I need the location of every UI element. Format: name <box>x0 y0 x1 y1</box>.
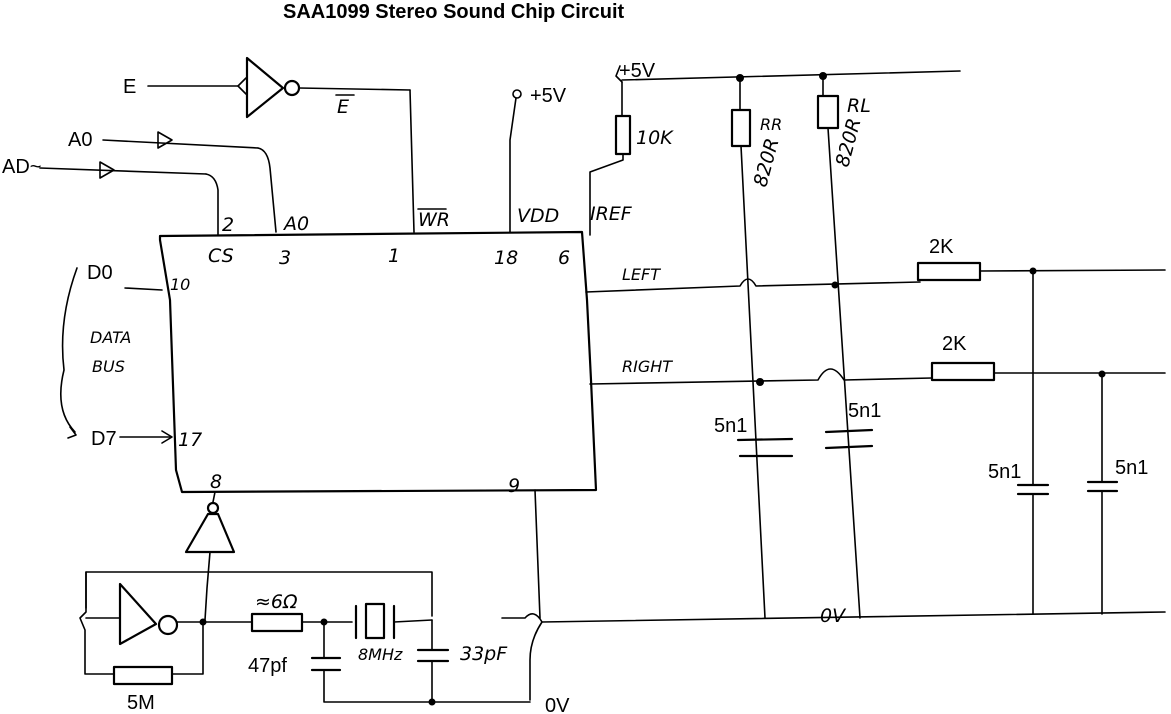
wire-a0 <box>102 139 259 149</box>
pin-a0-number: 3 <box>279 247 291 269</box>
wire-from-crystal <box>393 619 433 623</box>
resistor-6ohm-label: ≈6Ω <box>255 591 298 613</box>
vdd-terminal <box>512 89 522 99</box>
wire-d0 <box>124 287 163 291</box>
pin-wr-number: 1 <box>388 245 400 267</box>
resistor-10k <box>614 114 632 156</box>
a0-arrow <box>157 131 173 149</box>
input-d0-label: D0 <box>87 262 113 284</box>
resistor-2k-left <box>916 261 982 282</box>
wire-gnd-pin <box>534 489 541 619</box>
e-inverter-bubble <box>283 79 301 97</box>
clk-buffer-gate <box>184 512 236 554</box>
pin-vdd-number: 18 <box>494 247 518 269</box>
osc-inverter-gate <box>118 582 158 646</box>
wire-a0-pin <box>257 147 277 233</box>
vdd-supply-label: +5V <box>530 85 567 107</box>
e-arrow <box>237 77 247 95</box>
wire-left-filtered <box>979 269 1166 272</box>
supply-rail <box>621 70 961 81</box>
d7-arrow <box>161 430 173 444</box>
clk-buffer-bubble <box>206 501 220 515</box>
resistor-rr <box>730 108 752 148</box>
diagram-title: SAA1099 Stereo Sound Chip Circuit <box>283 1 625 23</box>
pin-d0-number: 10 <box>170 275 190 294</box>
crystal-body <box>364 602 386 640</box>
wire-rr-down <box>740 145 766 619</box>
junction-c33-ground <box>428 698 436 706</box>
wire-clk-buffer <box>204 551 211 621</box>
wire-clk-pin <box>212 491 216 503</box>
junction-right <box>756 378 764 386</box>
ground-label: 0V <box>820 605 847 627</box>
pin-cs-number: 2 <box>222 214 234 236</box>
wire-cs-pin <box>205 173 219 236</box>
resistor-rl-value: 820R <box>832 116 866 169</box>
resistor-rr-name: RR <box>760 115 782 134</box>
cap-left-plate-top <box>736 437 794 442</box>
wire-left-out <box>585 278 921 293</box>
chip-body <box>158 230 598 494</box>
cap-right-plate-top <box>824 428 874 434</box>
resistor-2k-left-label: 2K <box>929 236 954 258</box>
ground-feed <box>529 621 543 701</box>
resistor-5m <box>112 665 174 686</box>
cap-33pf-label: 33pF <box>460 643 508 665</box>
cap-out1-label: 5n1 <box>988 461 1021 483</box>
cap-out2-label: 5n1 <box>1115 457 1148 479</box>
data-bus-label: DATA <box>90 328 131 347</box>
pin-a0-name: A0 <box>282 213 309 235</box>
resistor-2k-right <box>930 361 996 382</box>
wire-ad <box>39 167 207 175</box>
pin-iref-name: IREF <box>590 203 633 225</box>
input-d7-label: D7 <box>91 428 117 450</box>
resistor-5m-label: 5M <box>127 692 155 714</box>
wire-wr-pin <box>409 89 415 233</box>
data-bus-label-2: BUS <box>92 357 125 376</box>
left-signal-label: LEFT <box>622 265 661 284</box>
wire-right-out <box>589 368 933 385</box>
cap-right-plate-bottom <box>824 444 874 450</box>
wire-rl-down <box>827 127 861 619</box>
junction-left <box>831 281 839 289</box>
resistor-rl <box>816 94 840 130</box>
wire-osc-ground <box>323 669 531 703</box>
pin-vdd-name: VDD <box>517 205 559 227</box>
crystal-label: 8MHz <box>358 645 403 664</box>
wire-e-bar <box>298 87 411 91</box>
input-ad-label: AD~ <box>2 156 41 178</box>
right-signal-label: RIGHT <box>622 357 673 376</box>
resistor-2k-right-label: 2K <box>942 333 967 355</box>
rail-supply-label: +5V <box>619 60 656 82</box>
resistor-6ohm <box>250 612 304 633</box>
pin-clk-number: 8 <box>210 471 222 493</box>
input-e-label: E <box>123 76 136 98</box>
wire-vdd <box>509 97 517 233</box>
pin-d7-number: 17 <box>178 429 202 451</box>
e-inverter-gate <box>245 56 285 119</box>
resistor-rr-value: 820R <box>750 136 784 189</box>
e-bar-label: E <box>337 96 349 118</box>
pin-cs-name: CS <box>208 245 234 267</box>
ad-arrow <box>99 161 115 179</box>
cap-right-label: 5n1 <box>848 400 881 422</box>
wire-iref <box>589 153 624 236</box>
cap-left-label: 5n1 <box>714 415 747 437</box>
pin-gnd-number: 9 <box>508 475 520 497</box>
cap-47pf-label: 47pf <box>248 655 287 677</box>
pin-wr-name: WR <box>418 209 450 231</box>
input-a0-label: A0 <box>68 129 92 151</box>
rail-terminal <box>615 65 623 83</box>
ground-bottom-label: 0V <box>545 695 570 714</box>
wire-feedback-left <box>79 571 115 675</box>
resistor-10k-label: 10K <box>636 127 674 149</box>
resistor-rl-name: RL <box>847 95 871 117</box>
pin-iref-number: 6 <box>558 247 570 269</box>
wire-5m-right <box>171 621 204 675</box>
osc-inverter-bubble <box>157 614 179 636</box>
data-bus-brace <box>59 267 78 439</box>
